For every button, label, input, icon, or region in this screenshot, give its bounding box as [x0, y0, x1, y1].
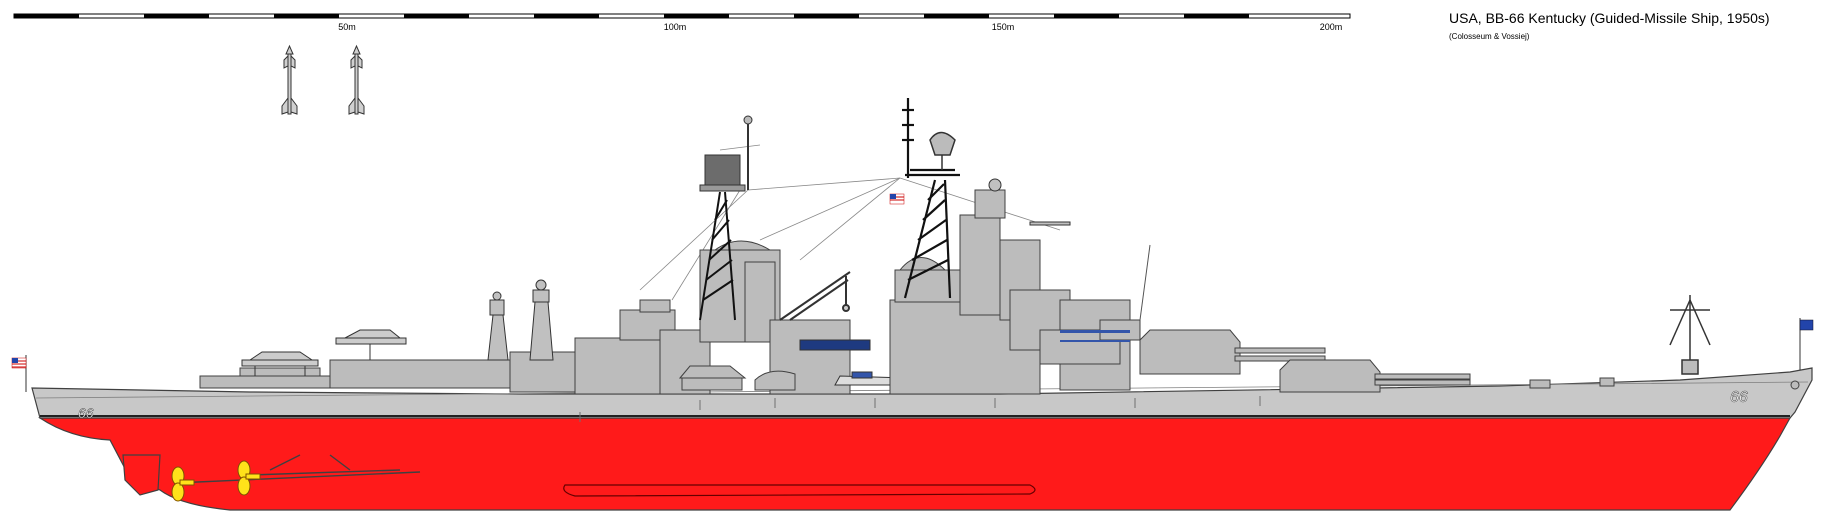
boat-deck	[799, 339, 906, 386]
aft-radar-mast-1	[487, 291, 509, 361]
aft-missile-launcher-1	[241, 351, 319, 376]
aft-radar-mast-2	[529, 279, 554, 361]
propeller-forward	[237, 460, 261, 496]
director-and-yard	[988, 178, 1151, 321]
aircraft-crane	[779, 271, 851, 321]
hull-number-stern: 66	[78, 405, 94, 421]
forward-mast-flag	[889, 193, 905, 205]
turret-forward-upper	[1139, 329, 1326, 375]
forward-superstructure	[889, 189, 1141, 395]
forward-lattice-mast	[902, 98, 960, 299]
scale-label-100m: 100m	[664, 22, 687, 32]
propeller-aft	[171, 466, 195, 502]
bridge-window-band	[1060, 330, 1130, 342]
aft-missile-launcher-2	[335, 329, 407, 360]
hull-lower-red	[38, 417, 1792, 511]
bow-fittings	[1529, 377, 1800, 390]
aft-lattice-mast	[699, 191, 736, 321]
missile-left	[281, 44, 298, 115]
turret-aft	[678, 365, 747, 391]
missile-right	[348, 44, 365, 115]
aft-superstructure	[574, 240, 851, 395]
bow-mast	[1669, 295, 1711, 375]
bilge-keel	[563, 484, 1036, 497]
scale-bar: 50m 100m 150m 200m	[13, 13, 1351, 32]
turret-forward-lower	[1279, 359, 1471, 393]
stern-flag	[11, 355, 27, 392]
scale-label-150m: 150m	[992, 22, 1015, 32]
hull-marks	[579, 396, 1261, 422]
scale-label-50m: 50m	[338, 22, 356, 32]
drawing-credit: (Colosseum & Vossiej)	[1449, 32, 1530, 41]
hull-number-bow: 66	[1730, 389, 1748, 406]
shafts	[174, 454, 421, 484]
drawing-title: USA, BB-66 Kentucky (Guided-Missile Ship…	[1449, 10, 1770, 26]
forward-radar-antenna	[929, 131, 956, 170]
jack-flag	[1799, 318, 1814, 370]
aft-radar-platform	[699, 115, 753, 192]
scale-label-200m: 200m	[1320, 22, 1343, 32]
rudder	[122, 454, 161, 496]
